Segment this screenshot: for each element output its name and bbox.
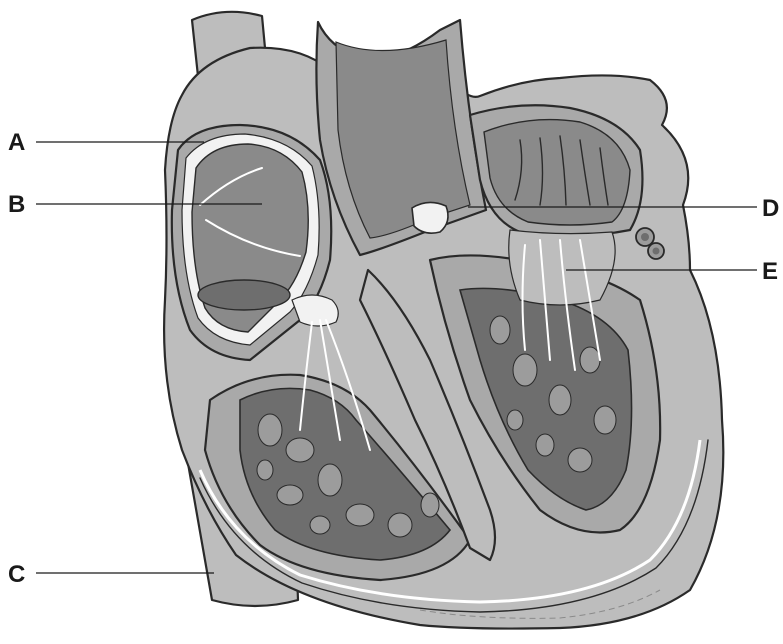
- fossa-ovalis: [198, 280, 290, 310]
- aortic-valve: [412, 202, 448, 233]
- label-b: B: [8, 191, 25, 218]
- label-a: A: [8, 129, 25, 156]
- label-c: C: [8, 561, 25, 588]
- label-e: E: [762, 258, 778, 285]
- label-d: D: [762, 195, 779, 222]
